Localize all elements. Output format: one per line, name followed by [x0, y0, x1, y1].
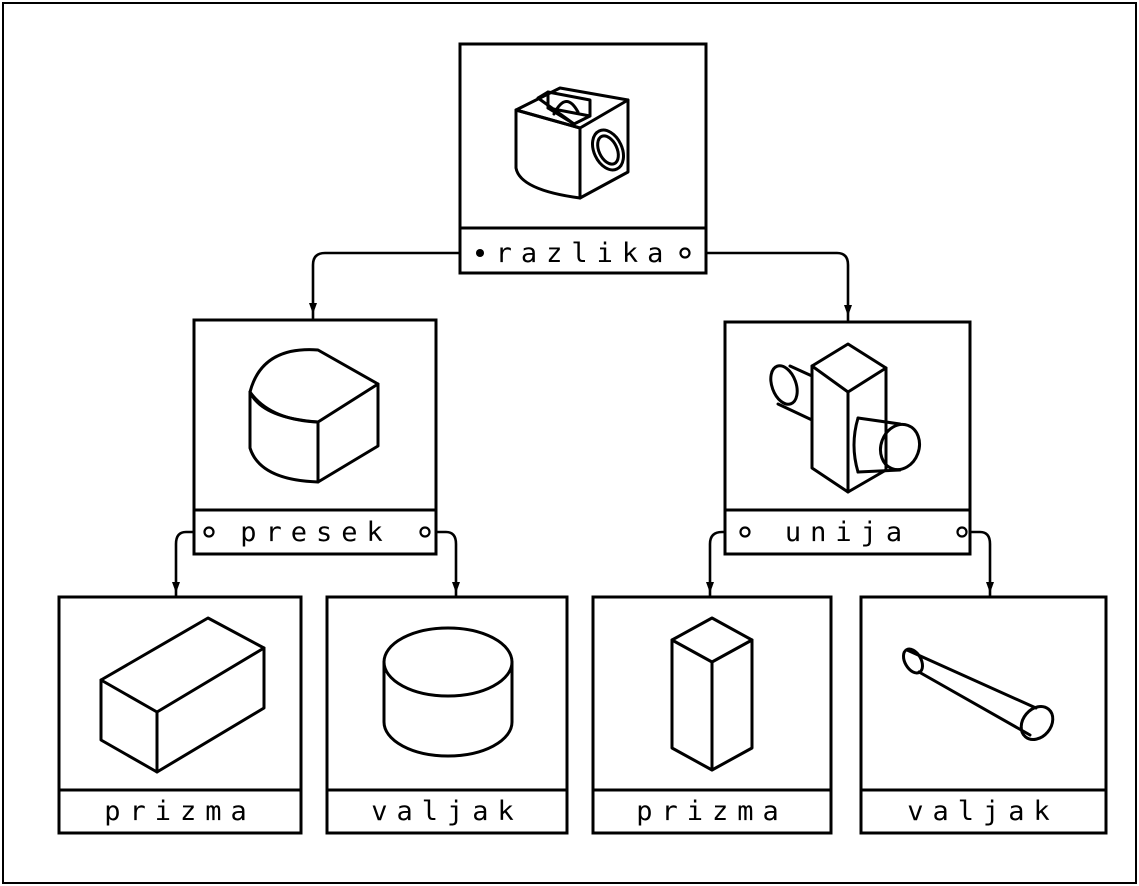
- leaf-valjak-1: valjak: [325, 595, 569, 835]
- leaf-valjak-1-label: valjak: [371, 796, 523, 827]
- leaf-valjak-2-label: valjak: [907, 796, 1059, 827]
- node-presek-image-box: [192, 318, 438, 512]
- connector-presek-to-prizma: [174, 530, 211, 599]
- node-root-label-box: [458, 226, 708, 275]
- connector-unija-to-valjak: [960, 530, 992, 599]
- node-presek: presek: [192, 318, 438, 556]
- node-unija-label-box: [723, 508, 972, 556]
- node-root-image-box: [458, 42, 708, 230]
- node-presek-label-box: [192, 508, 438, 556]
- tall-prism-icon: [670, 616, 754, 772]
- rounded-block-icon: [248, 348, 380, 484]
- leaf-prizma-1-label-box: [57, 788, 303, 835]
- flat-prism-icon: [99, 616, 266, 774]
- leaf-valjak-1-image-box: [325, 595, 569, 792]
- leaf-valjak-2-image-box: [859, 595, 1108, 792]
- node-unija-label: unija: [785, 517, 911, 548]
- tree-connectors: [172, 251, 994, 599]
- difference-solid-icon: [514, 86, 630, 200]
- connector-presek-to-valjak: [423, 530, 458, 599]
- leaf-prizma-2-label: prizma: [636, 796, 788, 827]
- leaf-valjak-2-label-box: [859, 788, 1108, 835]
- leaf-prizma-2-label-box: [591, 788, 833, 835]
- connector-unija-to-prizma: [708, 530, 747, 599]
- node-presek-label: presek: [240, 517, 392, 548]
- short-cylinder-icon: [382, 626, 514, 758]
- connector-root-to-presek: [311, 251, 490, 320]
- leaf-valjak-1-label-box: [325, 788, 569, 835]
- leaf-prizma-2: prizma: [591, 595, 833, 835]
- leaf-prizma-1-label: prizma: [104, 796, 256, 827]
- node-root: razlika: [458, 42, 708, 275]
- leaf-valjak-2: valjak: [859, 595, 1108, 835]
- leaf-prizma-1: prizma: [57, 595, 303, 835]
- node-root-label: razlika: [496, 238, 673, 269]
- union-solid-icon: [769, 342, 922, 494]
- node-unija: unija: [723, 320, 972, 556]
- long-cylinder-icon: [902, 647, 1055, 741]
- connector-root-to-unija: [683, 251, 850, 322]
